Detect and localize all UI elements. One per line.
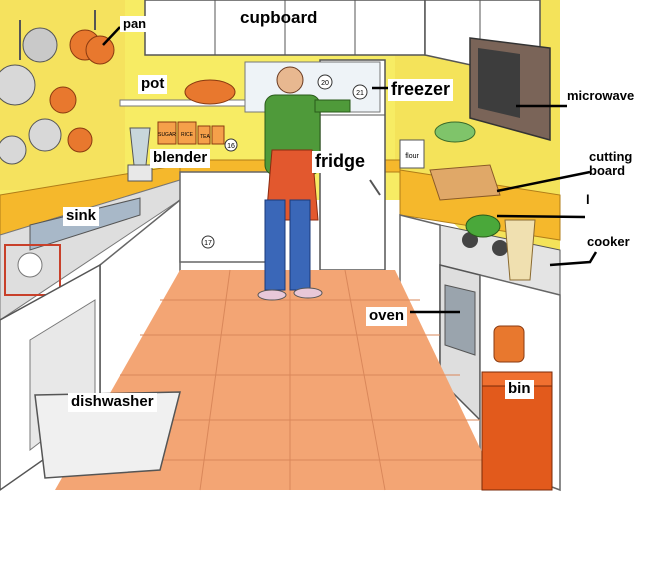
pan-rack	[0, 0, 125, 190]
label-fridge: fridge	[312, 151, 369, 173]
label-l: l	[586, 192, 590, 207]
label-freezer: freezer	[388, 79, 454, 101]
coffee-pot	[504, 219, 536, 281]
label-pot: pot	[138, 75, 168, 94]
oven-mitt	[493, 325, 525, 363]
label-cutting-board: cutting board	[589, 149, 633, 179]
label-cooker: cooker	[587, 234, 630, 249]
canisters	[157, 121, 225, 145]
pan	[0, 64, 36, 106]
dishwasher	[0, 263, 181, 491]
canister-tea-label: TEA	[200, 134, 210, 140]
marker-20: 20	[321, 80, 329, 87]
floor-tiles	[75, 269, 495, 491]
label-oven: oven	[366, 307, 408, 326]
label-dishwasher: dishwasher	[68, 393, 157, 412]
marker-21: 21	[356, 90, 364, 97]
item-markers: 16 17 20 21 SUGAR RICE TEA flour	[158, 80, 419, 249]
back-cabinets	[179, 171, 271, 263]
label-bin: bin	[505, 380, 534, 399]
blender	[127, 127, 153, 182]
person	[257, 66, 351, 301]
cutting-board	[429, 164, 501, 201]
marker-16: 16	[227, 143, 235, 150]
canister-sugar-label: SUGAR	[158, 132, 176, 138]
flour-canister	[399, 139, 425, 169]
label-cupboard: cupboard	[240, 8, 318, 27]
label-pan: pan	[120, 16, 150, 33]
mixing-bowl	[434, 121, 476, 143]
dish-rack	[4, 244, 61, 296]
canister-rice-label: RICE	[181, 132, 194, 138]
marker-17: 17	[204, 240, 212, 247]
label-sink: sink	[63, 207, 100, 226]
shelf	[119, 99, 251, 107]
kettle	[465, 214, 501, 238]
callout-lines	[102, 26, 598, 314]
label-blender: blender	[150, 149, 211, 168]
pot	[184, 79, 236, 105]
microwave	[469, 37, 551, 141]
label-microwave: microwave	[567, 88, 635, 103]
canister-flour-label: flour	[405, 153, 419, 160]
